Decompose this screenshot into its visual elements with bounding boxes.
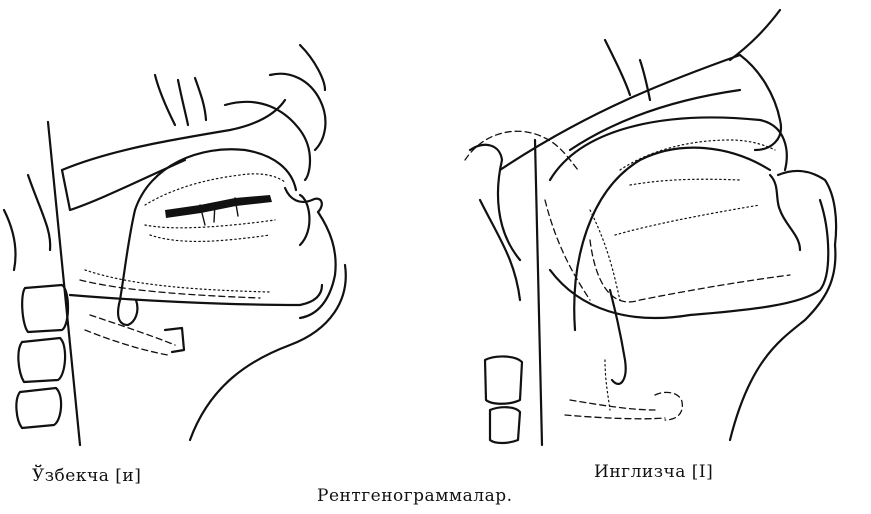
hyoid-dashed-2 [85, 330, 168, 355]
mandible-lower-edge [70, 285, 322, 305]
lower-teeth-dotted [615, 205, 760, 235]
nose-bridge [730, 10, 780, 60]
lips-contour [285, 188, 322, 212]
pharynx-dashed [545, 200, 590, 300]
hyoid-bone [165, 328, 184, 352]
chin-profile [300, 212, 336, 318]
lip-contour [770, 175, 800, 250]
oral-cavity-top [550, 118, 787, 181]
hyoid-dashed-1 [570, 400, 655, 410]
upper-teeth-shadow [165, 195, 272, 218]
english-xray-tracing [440, 0, 871, 450]
pharynx-wall-line [48, 122, 80, 445]
tongue-root [610, 290, 626, 384]
vertebra-2 [18, 338, 65, 382]
hyoid-bone-dashed [655, 392, 682, 420]
nasal-line-2 [178, 80, 188, 125]
english-label: Инглизча [I] [594, 462, 713, 482]
neck-front-contour [730, 245, 835, 440]
upper-teeth-roots [630, 179, 740, 185]
upper-lip-profile [225, 102, 310, 180]
epiglottis-dotted [605, 360, 610, 410]
tongue-contour [574, 148, 770, 330]
upper-teeth-dotted [620, 140, 775, 170]
nose-profile [270, 74, 325, 150]
neck-back-contour [28, 175, 50, 250]
mandible-dashed [80, 280, 260, 298]
hyoid-dashed-1 [90, 315, 175, 345]
nasal-line-3 [195, 78, 206, 120]
nasal-line-1 [605, 40, 630, 95]
hard-palate [62, 100, 285, 170]
nose-tip [300, 45, 325, 90]
neck-outer-contour [4, 210, 16, 270]
nasal-line-1 [155, 75, 175, 125]
vertebra-1 [485, 356, 522, 403]
hyoid-dashed-2 [565, 415, 665, 419]
tongue-contour [120, 149, 296, 300]
lower-teeth-outline [150, 235, 270, 241]
mandible-dashed [590, 240, 790, 302]
figure-caption: Рентгенограммалар. [317, 486, 513, 506]
teeth-outline-lower [145, 220, 275, 228]
pharynx-wall-line [535, 140, 542, 445]
tongue-root [118, 300, 137, 325]
tongue-dotted [590, 210, 620, 300]
vertebra-2 [490, 407, 520, 443]
vertebra-3 [16, 388, 61, 428]
nose-profile [740, 55, 781, 150]
uzbek-label: Ўзбекча [и] [32, 466, 141, 486]
uzbek-xray-tracing [0, 0, 440, 450]
vertebra-1 [22, 285, 68, 332]
neck-front-contour [190, 265, 346, 440]
mandible-dotted [85, 270, 270, 292]
